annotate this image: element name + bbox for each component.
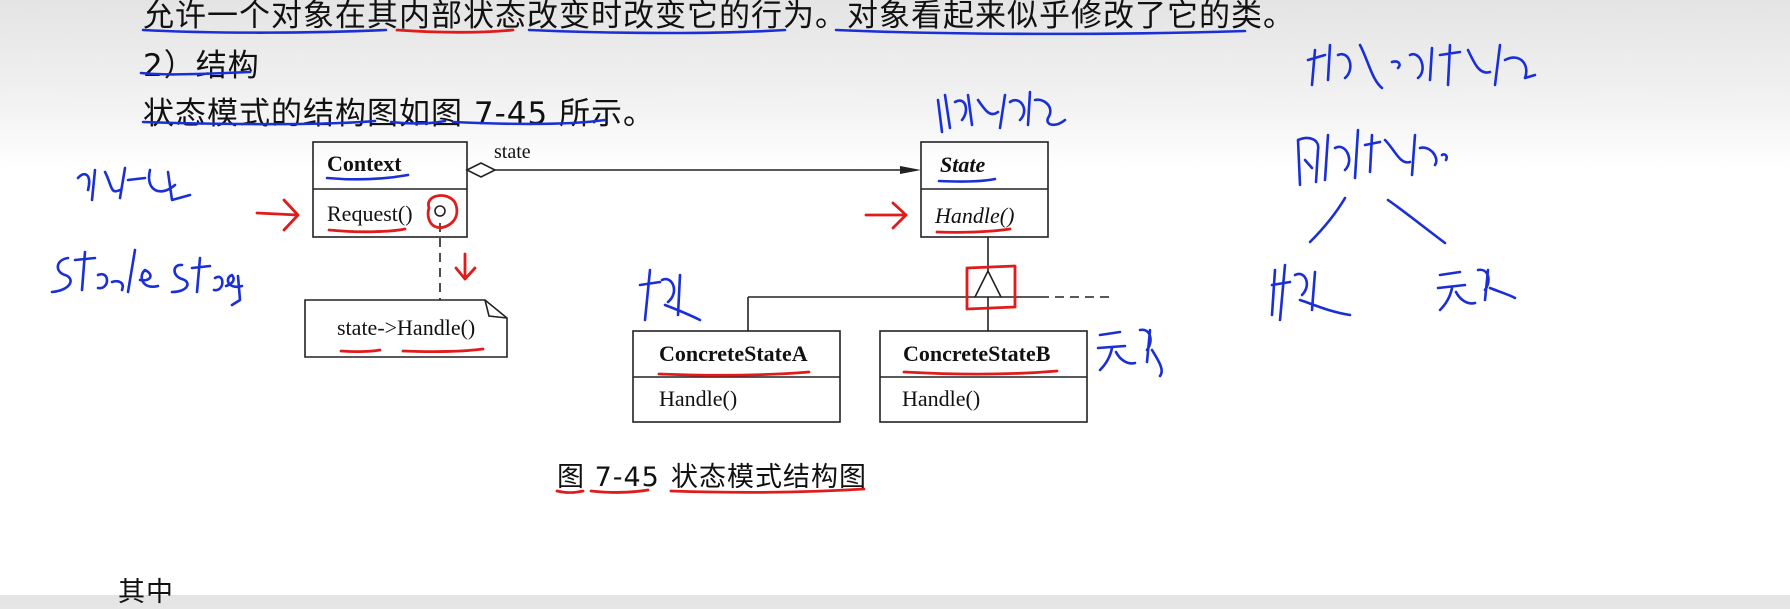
red-circle-mark bbox=[426, 194, 459, 230]
figure-number: 图 7-45 bbox=[557, 462, 660, 493]
state-class-name: State bbox=[940, 152, 986, 177]
inheritance-triangle bbox=[973, 269, 1003, 298]
red-arrow-icon bbox=[864, 201, 908, 230]
aggregation-diamond bbox=[465, 162, 497, 178]
state-operation: Handle() bbox=[935, 203, 1015, 228]
handwritten-note-out-of-stock-right bbox=[1436, 268, 1517, 312]
red-underline bbox=[395, 28, 515, 34]
context-operation: Request() bbox=[327, 201, 413, 226]
uml-diagram bbox=[50, 28, 1537, 494]
red-arrow-icon bbox=[255, 198, 300, 232]
text-line-partial: 其中 bbox=[118, 577, 174, 608]
association-arrowhead bbox=[900, 166, 921, 174]
handwritten-note-out-of-stock bbox=[1096, 328, 1163, 378]
handwritten-note-internal-state bbox=[1296, 128, 1448, 245]
concrete-state-b-operation: Handle() bbox=[902, 386, 981, 411]
handwritten-note-in-stock-right bbox=[1270, 263, 1352, 322]
concrete-state-a-operation: Handle() bbox=[659, 386, 738, 411]
concrete-state-a-name: ConcreteStateA bbox=[659, 341, 808, 366]
handwritten-note-state-field bbox=[50, 248, 244, 307]
text-line-heading: 2）结构 bbox=[143, 48, 260, 84]
red-arrow-icon bbox=[454, 252, 477, 281]
context-class-name: Context bbox=[327, 151, 402, 176]
handwritten-note-abstract-state bbox=[936, 90, 1067, 134]
association-label: state bbox=[494, 141, 531, 163]
handwritten-note-object-vending bbox=[1306, 43, 1537, 90]
text-line-definition: 允许一个对象在其内部状态改变时改变它的行为。对象看起来似乎修改了它的类。 bbox=[143, 0, 1295, 34]
note-text: state->Handle() bbox=[337, 315, 476, 340]
handwritten-note-in-stock bbox=[638, 268, 702, 322]
tree-branch-right bbox=[1386, 198, 1447, 245]
figure-title: 状态模式结构图 bbox=[671, 462, 867, 493]
concrete-state-b-name: ConcreteStateB bbox=[903, 341, 1051, 366]
text-line-intro: 状态模式的结构图如图 7-45 所示。 bbox=[143, 96, 656, 132]
tree-branch-left bbox=[1308, 196, 1347, 244]
note-box bbox=[304, 299, 508, 358]
handwritten-note-vending-machine bbox=[76, 166, 192, 202]
red-box-mark bbox=[965, 264, 1017, 311]
